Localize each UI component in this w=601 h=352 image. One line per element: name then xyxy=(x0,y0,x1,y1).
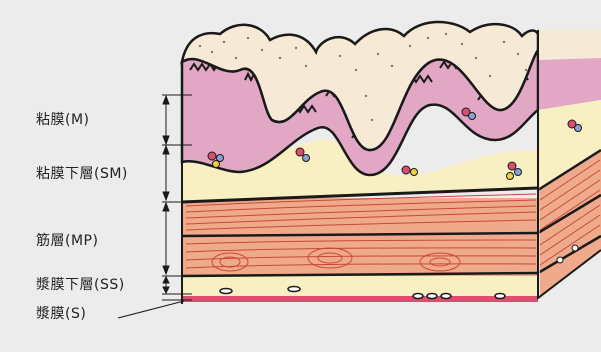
subserosa-layer xyxy=(182,276,538,296)
label-muscularis-propria: 筋層(MP) xyxy=(36,233,98,249)
label-submucosa: 粘膜下層(SM) xyxy=(36,166,128,182)
label-serosa: 漿膜(S) xyxy=(36,306,86,322)
label-mucosa: 粘膜(M) xyxy=(36,112,90,128)
serosa-layer xyxy=(182,296,538,302)
side-face xyxy=(538,30,601,310)
label-subserosa: 漿膜下層(SS) xyxy=(36,277,125,293)
front-face xyxy=(182,22,538,302)
